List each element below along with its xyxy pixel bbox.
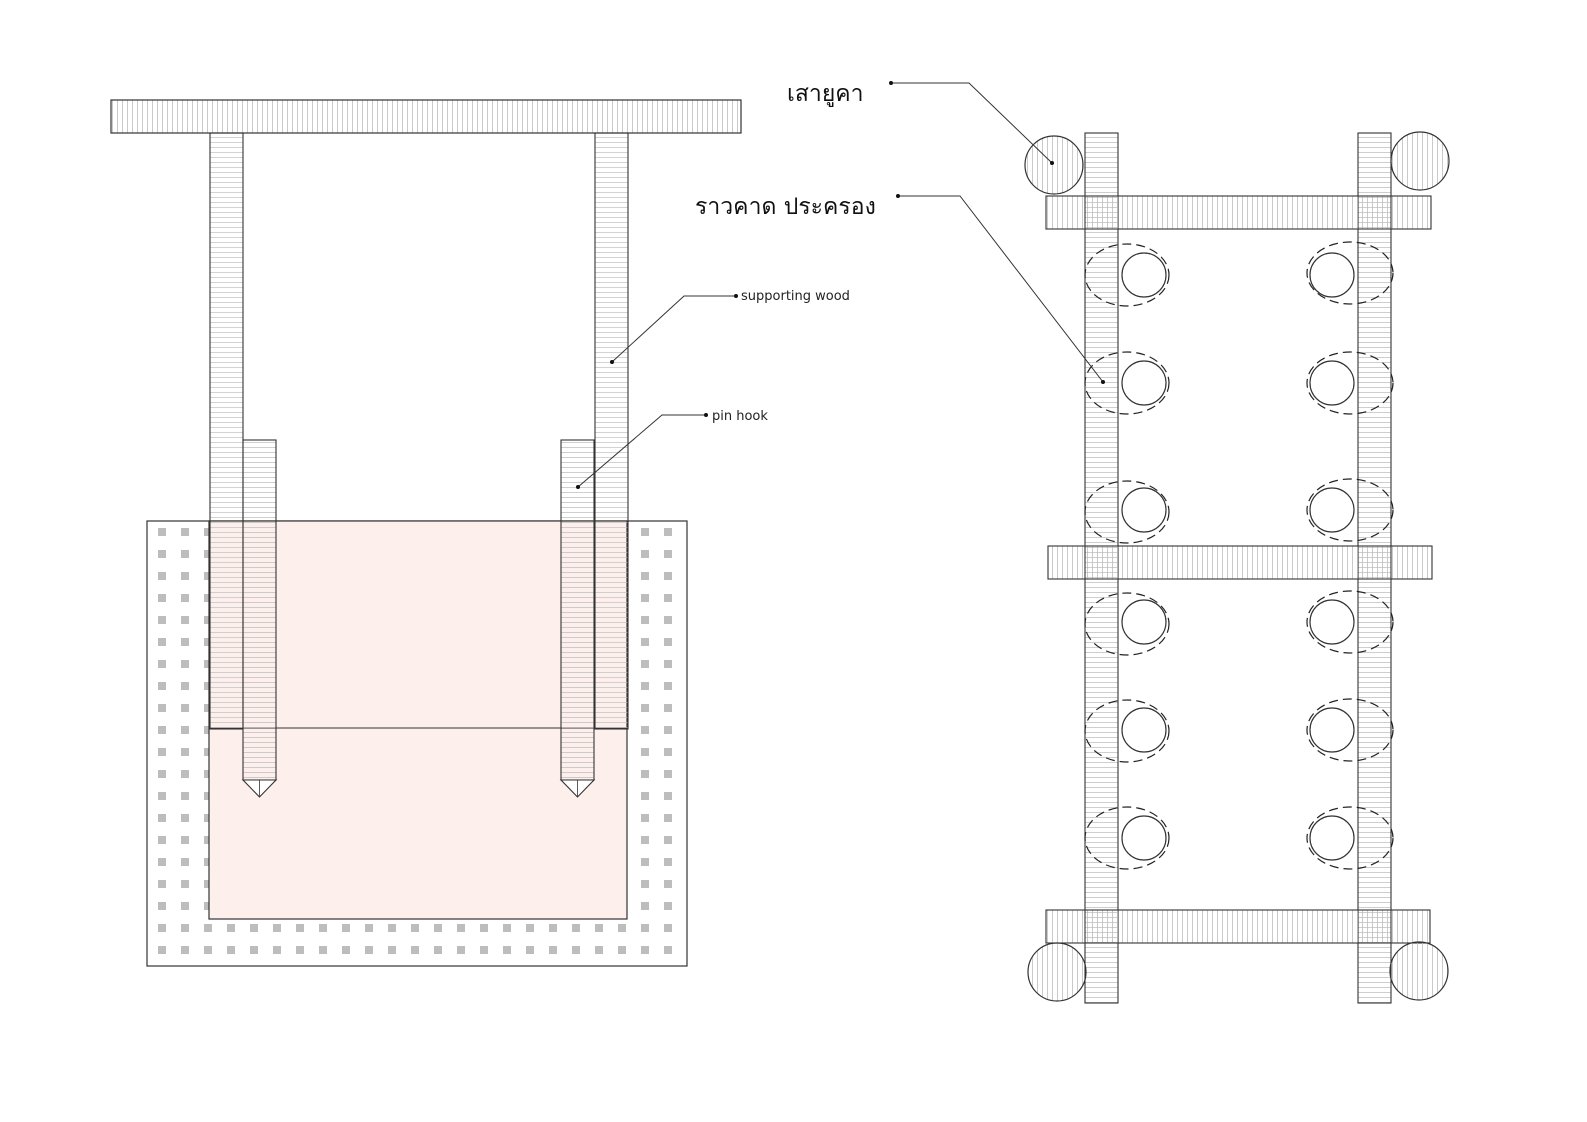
leader-pin-hook: pin hook [576,409,768,489]
lashing-loops-left [1084,243,1170,870]
pin-hook-right [559,439,596,798]
pin-circle [1121,599,1167,645]
supporting-post-left [209,132,244,730]
lashing-loops-right [1306,241,1394,870]
lashing-loop [1084,806,1170,870]
top-beam [110,99,742,134]
pin-circle [1121,252,1167,298]
plan-rail-middle [1047,545,1433,580]
lashing-loop [1306,590,1394,654]
pin-circle [1309,360,1355,406]
pin-circle [1121,815,1167,861]
lashing-loop [1084,699,1170,763]
leader-supporting-wood: supporting wood [610,289,850,364]
pins-left-column [1121,252,1167,861]
pin-circle [1121,360,1167,406]
lashing-loop [1306,241,1394,305]
lashing-loop [1084,243,1170,307]
label-rail: ราวคาด ประครอง [695,194,876,220]
lashing-loop [1306,478,1394,542]
lashing-loop [1306,351,1394,415]
corner-post [1390,131,1450,191]
lashing-loop [1306,806,1394,870]
corner-post [1389,941,1449,1001]
pin-circle [1309,599,1355,645]
supporting-post-right [594,132,629,730]
leader-rail: ราวคาด ประครอง [695,194,1105,384]
label-pin-hook: pin hook [712,409,768,424]
lashing-loop [1084,592,1170,656]
label-supporting-wood: supporting wood [741,289,850,304]
pin-circle [1309,815,1355,861]
pin-circle [1121,707,1167,753]
lashing-loop [1084,480,1170,544]
elevation-view: supporting wood pin hook [110,99,850,967]
lashing-loop [1306,698,1394,762]
pin-circle [1309,487,1355,533]
pin-circle [1309,707,1355,753]
leader-post: เสายูคา [787,81,1054,165]
plan-rail-top [1045,195,1432,230]
lashing-loop [1084,351,1170,415]
label-post: เสายูคา [787,81,864,107]
pin-circle [1121,487,1167,533]
water-area [208,520,628,920]
pin-circle [1309,252,1355,298]
pin-hook-left [241,439,278,798]
plan-view: เสายูคา ราวคาด ประครอง [695,81,1450,1004]
corner-post [1027,942,1087,1002]
pins-right-column [1309,252,1355,861]
plan-rail-bottom [1045,909,1431,944]
